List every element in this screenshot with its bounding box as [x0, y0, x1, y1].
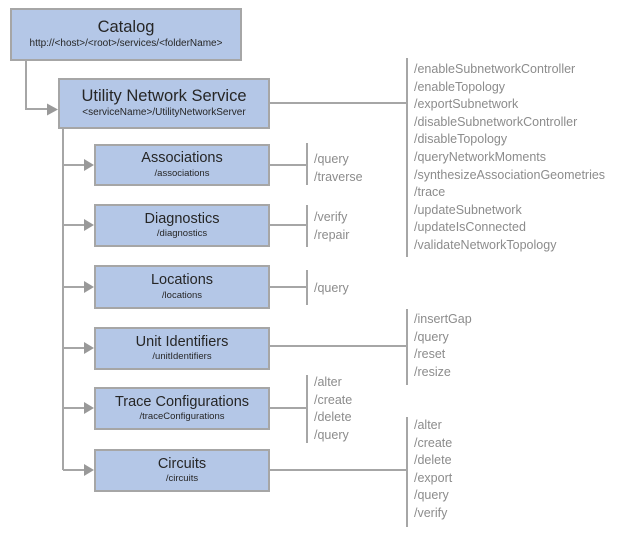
- node-trace-configurations: Trace Configurations /traceConfiguration…: [94, 387, 270, 430]
- operation-label: /enableTopology: [414, 79, 506, 94]
- arrowhead-circuits: [84, 464, 94, 476]
- operation-label: /delete: [314, 410, 352, 425]
- arrowhead-locations: [84, 281, 94, 293]
- operation-label: /verify: [414, 505, 448, 520]
- operation-label: /query: [314, 281, 349, 295]
- node-locations-title: Locations: [150, 272, 214, 289]
- arrowhead-trace-configurations: [84, 402, 94, 414]
- node-utility-network-service: Utility Network Service <serviceName>/Ut…: [58, 78, 270, 129]
- operation-label: /queryNetworkMoments: [414, 149, 546, 164]
- arrowhead-unit-identifiers: [84, 342, 94, 354]
- operation-label: /query: [314, 427, 349, 442]
- node-unit-identifiers-title: Unit Identifiers: [135, 333, 229, 350]
- node-locations-path: /locations: [161, 289, 203, 301]
- node-trace-configurations-path: /traceConfigurations: [139, 411, 225, 423]
- ops-list-associations: /query/traverse: [314, 151, 363, 186]
- operation-label: /updateIsConnected: [414, 220, 526, 235]
- operation-label: /synthesizeAssociationGeometries: [414, 167, 606, 182]
- operation-label: /traverse: [314, 169, 363, 184]
- operation-label: /trace: [414, 185, 446, 200]
- arrowhead-associations: [84, 159, 94, 171]
- operation-label: /delete: [414, 453, 452, 468]
- ops-connectors: [270, 58, 408, 527]
- ops-list-trace-configurations: /alter/create/delete/query: [314, 374, 352, 444]
- operation-label: /alter: [414, 418, 442, 432]
- node-catalog-title: Catalog: [97, 18, 155, 37]
- operation-label: /disableSubnetworkController: [414, 114, 578, 129]
- arrowhead-diagnostics: [84, 219, 94, 231]
- node-unit-identifiers-path: /unitIdentifiers: [152, 351, 212, 363]
- node-trace-configurations-title: Trace Configurations: [114, 393, 250, 410]
- node-locations: Locations /locations: [94, 265, 270, 309]
- operation-label: /disableTopology: [414, 132, 508, 147]
- node-catalog-url: http://<host>/<root>/services/<folderNam…: [29, 38, 223, 50]
- node-associations: Associations /associations: [94, 144, 270, 186]
- ops-list-locations: /query: [314, 280, 349, 298]
- operation-label: /query: [314, 152, 349, 166]
- node-diagnostics: Diagnostics /diagnostics: [94, 204, 270, 247]
- node-associations-title: Associations: [141, 150, 223, 167]
- node-circuits: Circuits /circuits: [94, 449, 270, 492]
- operation-label: /enableSubnetworkController: [414, 62, 576, 76]
- operation-label: /exportSubnetwork: [414, 97, 519, 112]
- operation-label: /export: [414, 470, 453, 485]
- operation-label: /create: [314, 392, 353, 407]
- operation-label: /alter: [314, 375, 342, 389]
- operation-label: /repair: [314, 227, 350, 242]
- node-unit-identifiers: Unit Identifiers /unitIdentifiers: [94, 327, 270, 370]
- arrowhead-uns: [47, 103, 58, 116]
- node-diagnostics-title: Diagnostics: [144, 210, 220, 227]
- ops-list-utility-network-service: /enableSubnetworkController/enableTopolo…: [414, 61, 605, 255]
- operation-label: /resize: [414, 364, 451, 379]
- node-catalog: Catalog http://<host>/<root>/services/<f…: [10, 8, 242, 61]
- operation-label: /query: [414, 488, 449, 503]
- ops-list-diagnostics: /verify/repair: [314, 209, 349, 244]
- operation-label: /validateNetworkTopology: [414, 237, 557, 252]
- ops-list-circuits: /alter/create/delete/export/query/verify: [414, 417, 452, 523]
- operation-label: /reset: [414, 347, 446, 362]
- operation-label: /updateSubnetwork: [414, 202, 522, 217]
- node-utility-network-service-title: Utility Network Service: [81, 87, 247, 106]
- ops-list-unit-identifiers: /insertGap/query/reset/resize: [414, 311, 472, 381]
- tree-connectors: [25, 61, 94, 476]
- node-associations-path: /associations: [154, 167, 210, 179]
- operation-label: /query: [414, 329, 449, 344]
- node-circuits-path: /circuits: [165, 473, 199, 485]
- connector-catalog-to-uns: [25, 61, 47, 110]
- operation-label: /create: [414, 435, 453, 450]
- operation-label: /insertGap: [414, 312, 472, 326]
- node-diagnostics-path: /diagnostics: [156, 228, 208, 240]
- node-utility-network-service-path: <serviceName>/UtilityNetworkServer: [82, 107, 246, 119]
- node-circuits-title: Circuits: [157, 455, 207, 472]
- operation-label: /verify: [314, 210, 348, 224]
